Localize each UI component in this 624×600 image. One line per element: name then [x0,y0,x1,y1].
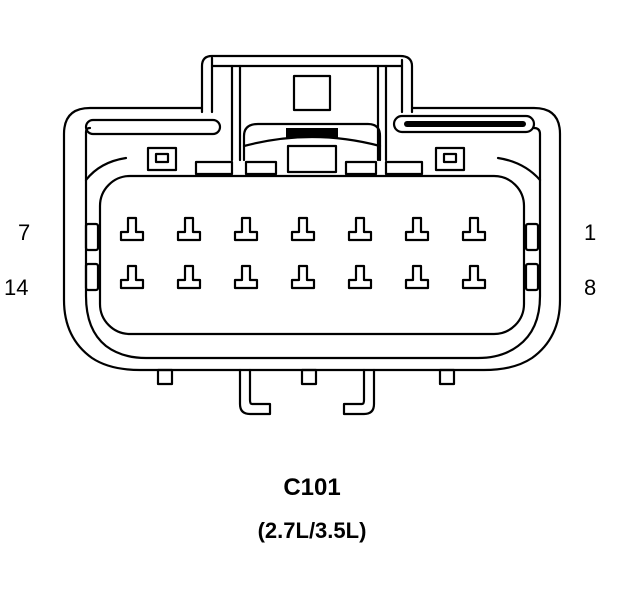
latch-ramp [242,122,382,174]
locking-tab [200,54,414,162]
top-slots [84,114,536,136]
right-flange [496,156,542,182]
housing-inner-wall [84,126,542,360]
left-flange [84,156,128,182]
terminal-cavity [404,264,430,290]
top-keys [146,146,466,176]
terminal-cavity [290,264,316,290]
terminal-cavity [233,216,259,242]
pin-label-bottom-right: 8 [584,275,597,300]
terminal-cavity [290,216,316,242]
pin-label-top-left: 7 [18,220,31,245]
terminal-cavity [176,216,202,242]
cavity-grid [119,216,487,290]
terminal-cavity [461,264,487,290]
terminal-cavity [347,216,373,242]
terminal-cavity [461,216,487,242]
right-bottom-hook [342,368,376,416]
left-bottom-hook [238,368,272,416]
mating-face [98,174,526,336]
connector-name: C101 [283,474,341,501]
terminal-cavity [233,264,259,290]
terminal-cavity [119,216,145,242]
terminal-cavity [119,264,145,290]
terminal-cavity [404,216,430,242]
bottom-tabs [156,368,456,386]
connector-engine-note: (2.7L/3.5L) [257,518,367,543]
side-keys [84,222,540,292]
terminal-cavity [176,264,202,290]
terminal-cavity [347,264,373,290]
pin-label-bottom-left: 14 [4,275,29,300]
pin-label-top-right: 1 [584,220,597,245]
